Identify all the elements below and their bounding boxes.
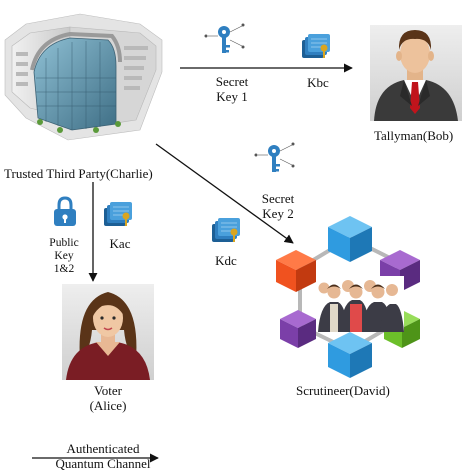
cube-left-top bbox=[276, 250, 316, 292]
kbc-label: Kbc bbox=[307, 75, 329, 90]
quantum-key-device-icon bbox=[212, 218, 240, 242]
businessman-avatar-icon bbox=[370, 25, 462, 121]
crowd-of-people bbox=[318, 276, 404, 332]
cube-left-bottom bbox=[280, 310, 316, 348]
crowd-cube-network-icon bbox=[276, 216, 420, 378]
kdc-label: Kdc bbox=[215, 253, 237, 268]
legend-label: Authenticated Quantum Channel bbox=[50, 441, 156, 471]
secret-key-1-label: Secret Key 1 bbox=[212, 74, 252, 104]
kac-label: Kac bbox=[109, 236, 131, 251]
public-key-line2: Key bbox=[54, 250, 74, 262]
cube-bottom bbox=[328, 332, 372, 378]
secret-key-2-label: Secret Key 2 bbox=[258, 191, 298, 221]
public-key-line1: Public bbox=[49, 237, 79, 249]
arrow-ttp-to-scrutineer bbox=[155, 143, 294, 244]
legend-line1: Authenticated bbox=[66, 441, 140, 456]
quantum-key-device-icon bbox=[302, 34, 330, 58]
secret-key-1-line2: Key 1 bbox=[216, 89, 248, 104]
woman-avatar-icon bbox=[62, 284, 154, 380]
scrutineer-label: Scrutineer(David) bbox=[296, 383, 390, 398]
secret-key-1-line1: Secret bbox=[215, 74, 249, 89]
key-icon bbox=[204, 23, 245, 53]
cube-top bbox=[328, 216, 372, 262]
secret-key-2-line1: Secret bbox=[261, 191, 295, 206]
public-key-line3: 1&2 bbox=[53, 263, 75, 275]
legend-line2: Quantum Channel bbox=[55, 456, 151, 471]
office-building-icon bbox=[4, 13, 163, 141]
key-icon bbox=[254, 142, 295, 172]
voter-label-line2: (Alice) bbox=[89, 398, 127, 413]
voter-label-line1: Voter bbox=[94, 383, 122, 398]
public-key-label: Public Key 1&2 bbox=[44, 237, 84, 276]
ttp-label: Trusted Third Party(Charlie) bbox=[4, 166, 153, 181]
padlock-icon bbox=[54, 196, 76, 226]
tallyman-label: Tallyman(Bob) bbox=[374, 128, 454, 143]
secret-key-2-line2: Key 2 bbox=[262, 206, 294, 221]
voter-label: Voter (Alice) bbox=[78, 383, 138, 413]
quantum-key-device-icon bbox=[104, 202, 132, 226]
